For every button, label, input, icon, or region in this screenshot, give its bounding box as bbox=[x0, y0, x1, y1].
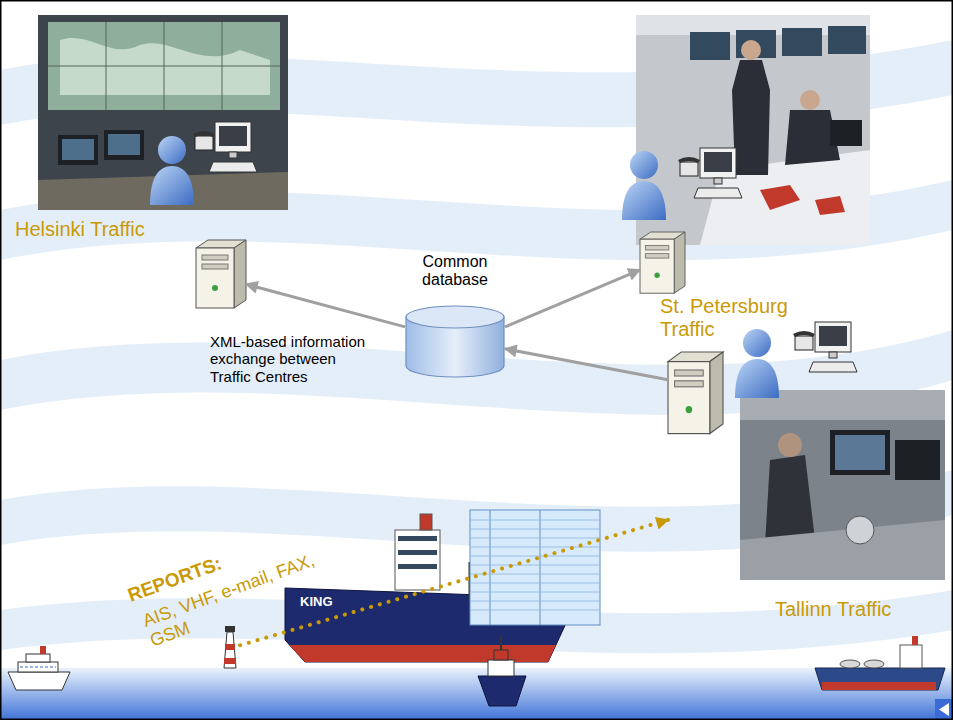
cylinder-shape bbox=[405, 305, 505, 378]
node-label: Tallinn Traffic bbox=[775, 598, 945, 621]
node-label: Common database bbox=[395, 253, 515, 290]
node-label: St. Petersburg Traffic bbox=[660, 295, 810, 341]
exchange-arrow bbox=[246, 284, 405, 327]
st-petersburg-server: St. Petersburg Traffic bbox=[640, 232, 685, 293]
exchange-arrow bbox=[505, 270, 640, 327]
node-label: KING bbox=[300, 595, 360, 610]
annotation-text: XML-based information exchange between T… bbox=[210, 333, 375, 385]
tallinn-centre: Tallinn Traffic bbox=[668, 352, 948, 583]
exchange-arrow bbox=[505, 349, 668, 380]
database-cylinder: Common database bbox=[405, 305, 505, 378]
helsinki-server: Helsinki Traffic bbox=[196, 240, 246, 308]
node-label: Helsinki Traffic bbox=[15, 218, 215, 241]
